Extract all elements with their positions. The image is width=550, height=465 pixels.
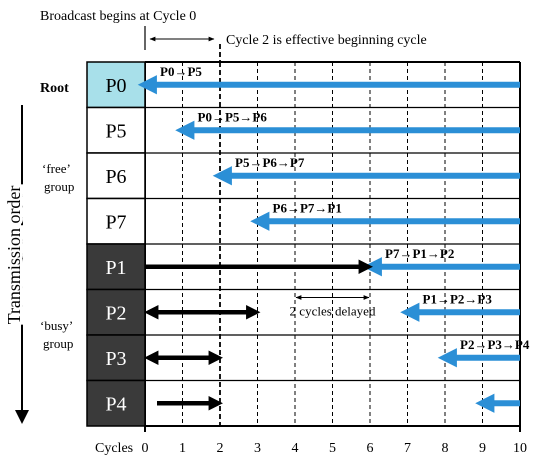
cycle-tick-label: 9 [479, 441, 486, 456]
busy-group-label-line1: ‘busy’ [40, 318, 73, 333]
free-group-label-line2: group [44, 179, 74, 194]
arrows-layer: P0→P5P0→P5→P6P5→P6→P7P6→P7→P1P7→P1→P2P1→… [137, 64, 530, 413]
delay-note: 2 cycles delayed [290, 304, 376, 319]
cycle-tick-label: 0 [142, 441, 149, 456]
cycle-tick-label: 6 [367, 441, 374, 456]
cycle-tick-label: 8 [442, 441, 449, 456]
cycle-tick-label: 5 [329, 441, 336, 456]
busy-group-label-line2: group [43, 336, 73, 351]
cycle-tick-label: 2 [217, 441, 224, 456]
node-box-p0 [86, 61, 146, 109]
path-label-p2: P1→P2→P3 [423, 291, 493, 306]
transmission-order-label-halo: Transmission order [4, 186, 24, 325]
grid-layer [144, 44, 521, 432]
node-box-p7 [86, 197, 146, 245]
cycle-tick-label: 10 [513, 441, 527, 456]
node-box-p4 [86, 379, 146, 427]
transmission-order-label: Transmission order [4, 186, 24, 325]
path-label-p7: P6→P7→P1 [273, 200, 342, 215]
node-label-p5: P5 [105, 120, 126, 142]
broadcast-begins-note: Broadcast begins at Cycle 0 [40, 9, 196, 24]
cycle-tick-label: 3 [254, 441, 261, 456]
node-label-p4: P4 [105, 393, 126, 415]
path-label-p6: P5→P6→P7 [235, 155, 305, 170]
cycle-tick-label: 7 [404, 441, 411, 456]
cycles-axis-label: Cycles [95, 441, 133, 456]
cycle-tick-label: 4 [292, 441, 299, 456]
node-box-p3 [86, 334, 146, 382]
node-label-p3: P3 [105, 348, 126, 370]
free-group-label-line1: ‘free’ [42, 161, 71, 176]
path-label-p0: P0→P5 [160, 64, 202, 79]
node-box-p2 [86, 288, 146, 336]
effective-beginning-note: Cycle 2 is effective beginning cycle [226, 33, 427, 48]
node-label-p6: P6 [105, 166, 126, 188]
cycle-ticks: 0 1 2 3 4 5 6 7 8 9 10 [142, 441, 528, 456]
node-label-p7: P7 [105, 211, 126, 233]
path-label-p5: P0→P5→P6 [198, 109, 268, 124]
cycle-tick-label: 1 [179, 441, 186, 456]
node-label-p2: P2 [105, 302, 126, 324]
path-label-p3: P2→P3→P4 [460, 337, 530, 352]
root-label: Root [40, 81, 69, 96]
path-label-p1: P7→P1→P2 [385, 246, 454, 261]
transmission-order-arrow-head [15, 410, 29, 424]
node-label-p0: P0 [105, 75, 126, 97]
node-label-p1: P1 [105, 257, 126, 279]
